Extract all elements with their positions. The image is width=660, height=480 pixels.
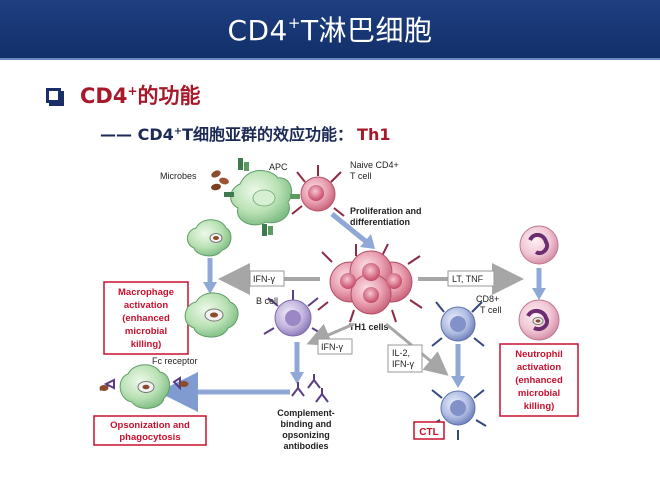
comp-label-1: Complement- <box>277 408 335 418</box>
neutro-label-2: activation <box>517 362 562 373</box>
comp-label-3: opsonizing <box>282 430 330 440</box>
il2-label-2: IFN-γ <box>392 359 414 369</box>
antibodies-icon <box>291 374 329 403</box>
macrophage-phagocytic <box>99 364 189 409</box>
neutro-label-4: microbial <box>518 388 560 399</box>
cd8-label-1: CD8+ <box>476 294 499 304</box>
b-cell-label: B cell <box>256 296 278 306</box>
neutro-label-5: killing) <box>524 401 555 412</box>
title-rule <box>0 58 660 60</box>
section-heading: CD4+的功能 <box>80 84 201 108</box>
proliferation-label-1: Proliferation and <box>350 206 422 216</box>
apc-label: APC <box>269 162 288 172</box>
macro-label-1: Macrophage <box>118 287 174 298</box>
lt-tnf-label: LT, TNF <box>452 274 484 284</box>
opsonization-box <box>93 415 207 446</box>
opson-label-2: phagocytosis <box>119 432 180 443</box>
apc-cell <box>224 158 300 236</box>
ctl-cell <box>429 389 487 440</box>
slide-title: CD4+T淋巴细胞 <box>227 14 433 47</box>
neutrophil-resting <box>519 225 559 265</box>
comp-label-4: antibodies <box>283 441 328 451</box>
ifn-gamma-left-label: IFN-γ <box>253 274 275 284</box>
comp-label-2: binding and <box>281 419 332 429</box>
macro-label-4: microbial <box>125 326 167 337</box>
microbes-label: Microbes <box>160 171 197 181</box>
ctl-label: CTL <box>419 427 438 438</box>
opson-label-1: Opsonization and <box>110 420 190 431</box>
th1-cells-label: TH1 cells <box>349 322 389 332</box>
naive-t-cell-label-1: Naive CD4+ <box>350 160 399 170</box>
cd8-label-2: T cell <box>480 305 501 315</box>
macrophage-activation-box <box>103 281 189 355</box>
macro-label-3: (enhanced <box>122 313 170 324</box>
b-cell <box>263 290 323 337</box>
naive-t-cell <box>291 165 345 217</box>
cd8-t-cell <box>431 301 485 347</box>
macrophage-resting <box>187 219 232 257</box>
neutrophil-activation-box <box>499 343 579 417</box>
ifn-gamma-mid-label: IFN-γ <box>321 342 343 352</box>
neutro-label-3: (enhanced <box>515 375 563 386</box>
naive-t-cell-label-2: T cell <box>350 171 371 181</box>
sub-heading: —— CD4+T细胞亚群的效应功能：Th1 <box>100 125 391 144</box>
proliferation-arrow <box>330 212 371 246</box>
macro-label-5: killing) <box>131 339 162 350</box>
checkbox-bullet-icon <box>46 88 61 103</box>
th1-label: Th1 <box>357 125 391 144</box>
th1-effector-diagram: Microbes APC Naive CD4+ T cell Prolifera… <box>93 158 579 451</box>
neutro-label-1: Neutrophil <box>515 349 563 360</box>
neutrophil-activated <box>518 299 560 341</box>
proliferation-label-2: differentiation <box>350 217 410 227</box>
fc-receptor-label: Fc receptor <box>152 356 198 366</box>
th1-cell-cluster <box>317 243 423 323</box>
il2-label-1: IL-2, <box>392 348 410 358</box>
macro-label-2: activation <box>124 300 169 311</box>
macrophage-activated <box>184 292 239 338</box>
title-bar: CD4+T淋巴细胞 <box>0 0 660 58</box>
microbes-icon <box>211 170 229 191</box>
ctl-box <box>413 421 445 440</box>
